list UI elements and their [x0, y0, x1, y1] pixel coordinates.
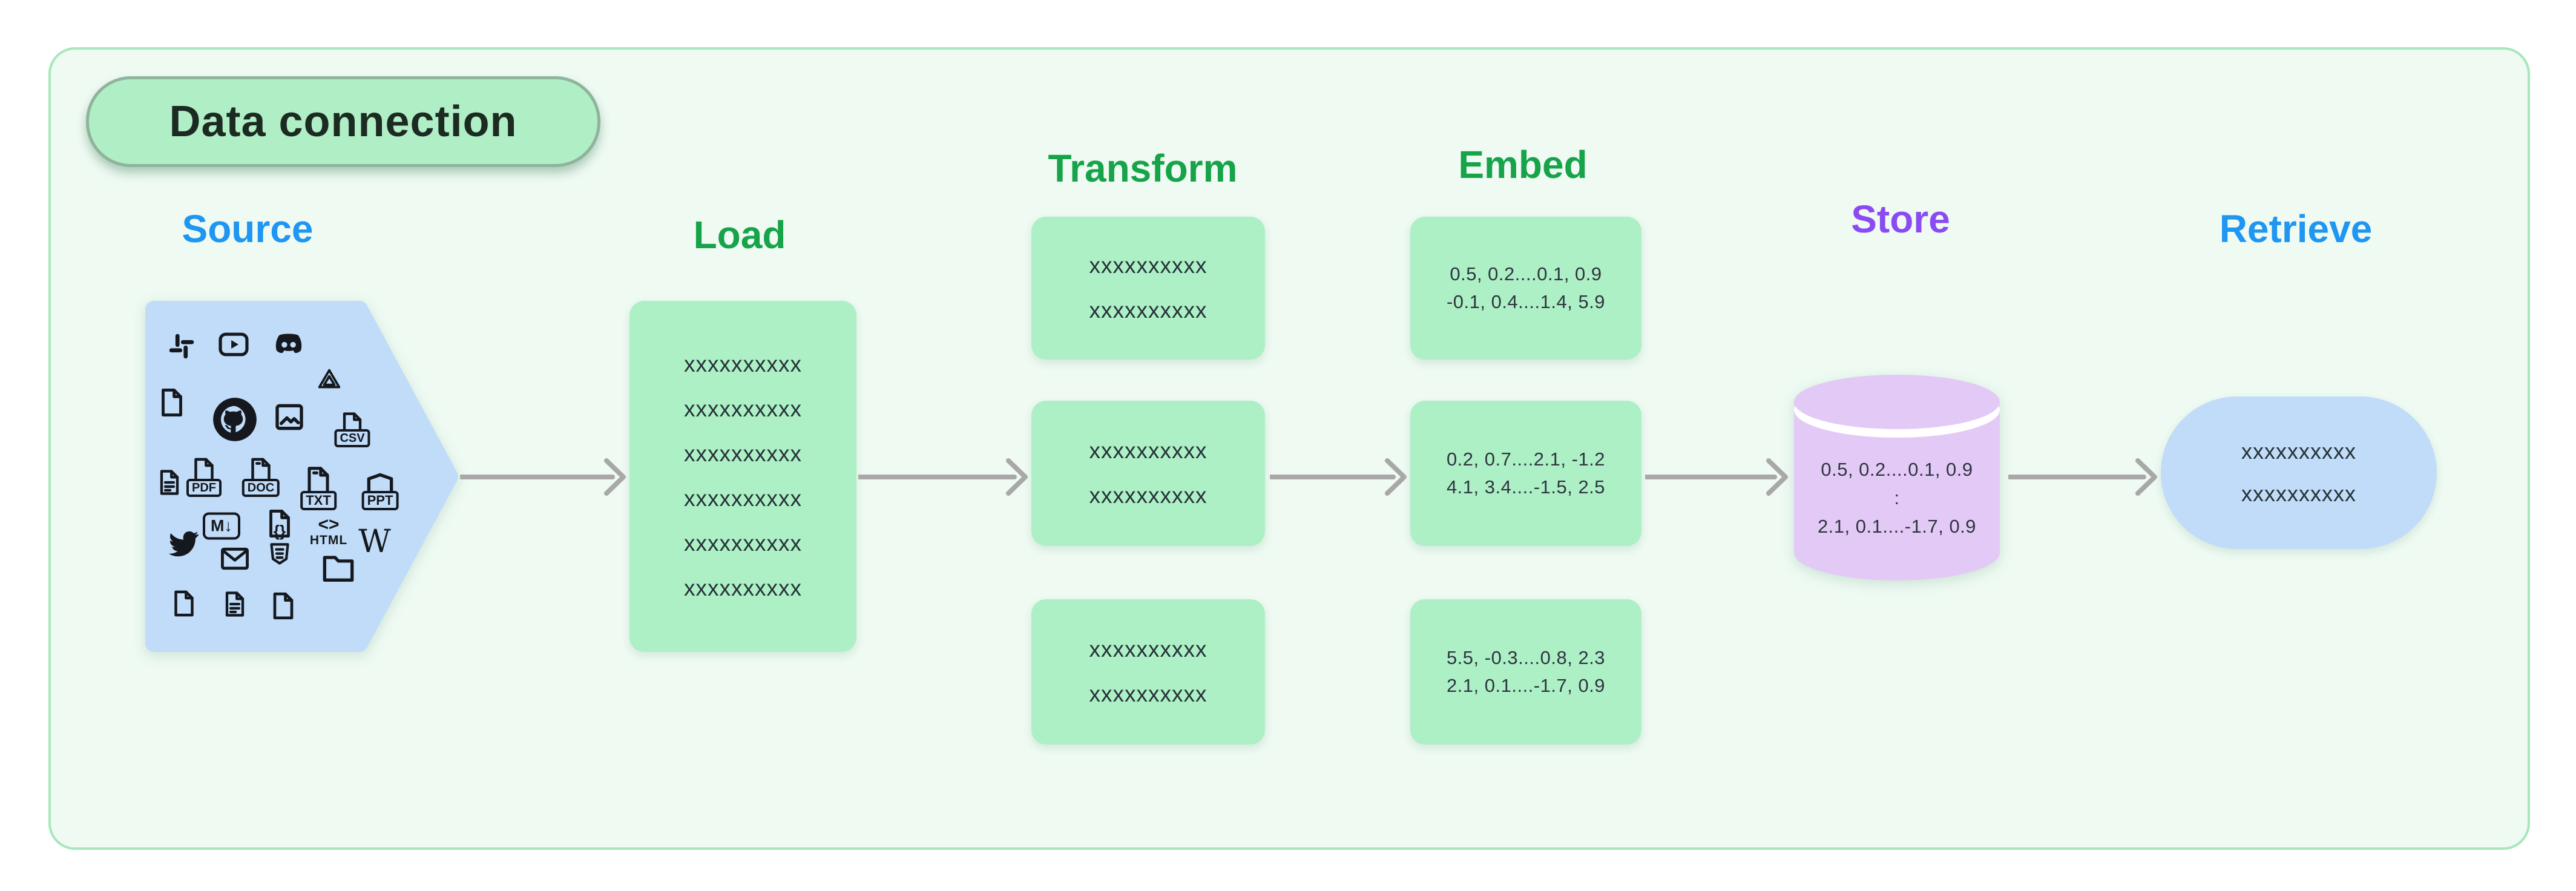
csv-file-icon: CSV	[333, 409, 372, 447]
retrieve-box: xxxxxxxxxx xxxxxxxxxx	[2161, 396, 2437, 549]
diagram-title-pill: Data connection	[86, 76, 600, 167]
load-line: xxxxxxxxxx	[684, 486, 802, 511]
transform-line: xxxxxxxxxx	[1089, 637, 1208, 662]
ppt-file-icon: PPT	[355, 468, 406, 519]
embed-line: 0.2, 0.7....2.1, -1.2	[1446, 449, 1606, 470]
pdf-file-icon: PDF	[183, 453, 225, 497]
slack-icon	[165, 330, 198, 363]
json-label: {}	[273, 522, 286, 540]
source-shape: CSV PDF DOC TXT PPT M↓	[145, 301, 460, 652]
embed-line: 0.5, 0.2....0.1, 0.9	[1450, 263, 1602, 284]
doc-label: DOC	[242, 479, 280, 497]
file-icon	[154, 385, 189, 420]
arrow-transform-to-embed	[1270, 458, 1407, 496]
mail-icon	[217, 541, 252, 576]
heading-embed: Embed	[1458, 143, 1588, 186]
discord-icon	[269, 324, 309, 364]
txt-label: TXT	[300, 491, 337, 510]
store-colon: :	[1894, 487, 1900, 508]
embed-line: -0.1, 0.4....1.4, 5.9	[1446, 291, 1606, 312]
heading-source: Source	[182, 207, 314, 251]
load-line: xxxxxxxxxx	[684, 352, 802, 376]
doc-file-icon: DOC	[240, 453, 282, 497]
markdown-icon: M↓	[203, 512, 240, 540]
load-line: xxxxxxxxxx	[684, 576, 802, 600]
pdf-label: PDF	[186, 479, 222, 497]
arrow-embed-to-store	[1645, 458, 1788, 496]
embed-box-2: 0.2, 0.7....2.1, -1.2 4.1, 3.4....-1.5, …	[1410, 401, 1641, 546]
store-line: 0.5, 0.2....0.1, 0.9	[1821, 458, 1973, 480]
csv-label: CSV	[334, 429, 370, 447]
embed-box-1: 0.5, 0.2....0.1, 0.9 -0.1, 0.4....1.4, 5…	[1410, 217, 1641, 360]
transform-line: xxxxxxxxxx	[1089, 253, 1208, 278]
retrieve-line: xxxxxxxxxx	[2241, 481, 2356, 506]
source-pentagon	[145, 301, 458, 652]
file-text-icon	[154, 467, 185, 498]
twitter-icon	[164, 524, 202, 562]
transform-line: xxxxxxxxxx	[1089, 438, 1208, 463]
transform-line: xxxxxxxxxx	[1089, 483, 1208, 508]
transform-line: xxxxxxxxxx	[1089, 298, 1208, 323]
arrow-store-to-retrieve	[2008, 458, 2157, 496]
heading-store: Store	[1851, 197, 1950, 241]
embed-box-3: 5.5, -0.3....0.8, 2.3 2.1, 0.1....-1.7, …	[1410, 599, 1641, 745]
markdown-label: M↓	[203, 512, 240, 540]
file-text-icon-2	[219, 588, 251, 620]
data-connection-canvas	[48, 47, 2530, 850]
load-line: xxxxxxxxxx	[684, 396, 802, 421]
store-cylinder	[1790, 373, 2003, 586]
html-label: HTML	[309, 533, 348, 547]
file-icon-3	[266, 589, 300, 623]
json-file-icon: {}	[260, 503, 299, 544]
html-icon: <> HTML	[310, 516, 347, 548]
embed-line: 2.1, 0.1....-1.7, 0.9	[1446, 675, 1606, 696]
heading-transform: Transform	[1048, 146, 1238, 190]
transform-box-3: xxxxxxxxxx xxxxxxxxxx	[1031, 599, 1265, 745]
ppt-label: PPT	[361, 491, 399, 510]
youtube-icon	[215, 326, 252, 363]
load-box: xxxxxxxxxx xxxxxxxxxx xxxxxxxxxx xxxxxxx…	[629, 301, 856, 652]
load-line: xxxxxxxxxx	[684, 531, 802, 556]
store-line: 2.1, 0.1....-1.7, 0.9	[1817, 515, 1977, 537]
google-drive-icon	[315, 366, 343, 393]
retrieve-line: xxxxxxxxxx	[2241, 439, 2356, 464]
image-icon	[270, 398, 309, 436]
arrow-source-to-load	[460, 458, 626, 496]
transform-line: xxxxxxxxxx	[1089, 682, 1208, 706]
transform-box-1: xxxxxxxxxx xxxxxxxxxx	[1031, 217, 1265, 360]
embed-line: 5.5, -0.3....0.8, 2.3	[1446, 647, 1606, 668]
github-icon	[209, 393, 261, 446]
arrow-load-to-transform	[858, 458, 1028, 496]
file-icon-2	[168, 587, 200, 620]
css-shield-icon	[264, 539, 295, 569]
load-line: xxxxxxxxxx	[684, 441, 802, 466]
store-content: 0.5, 0.2....0.1, 0.9 : 2.1, 0.1....-1.7,…	[1790, 373, 2003, 579]
diagram-title: Data connection	[169, 97, 518, 146]
transform-box-2: xxxxxxxxxx xxxxxxxxxx	[1031, 401, 1265, 546]
embed-line: 4.1, 3.4....-1.5, 2.5	[1446, 476, 1606, 498]
wikipedia-icon: W	[358, 524, 390, 560]
wikipedia-w: W	[358, 524, 391, 560]
heading-load: Load	[693, 213, 786, 257]
txt-file-icon: TXT	[295, 462, 342, 510]
html-tag-glyph: <>	[318, 515, 340, 534]
heading-retrieve: Retrieve	[2219, 207, 2373, 251]
folder-icon	[319, 548, 358, 587]
